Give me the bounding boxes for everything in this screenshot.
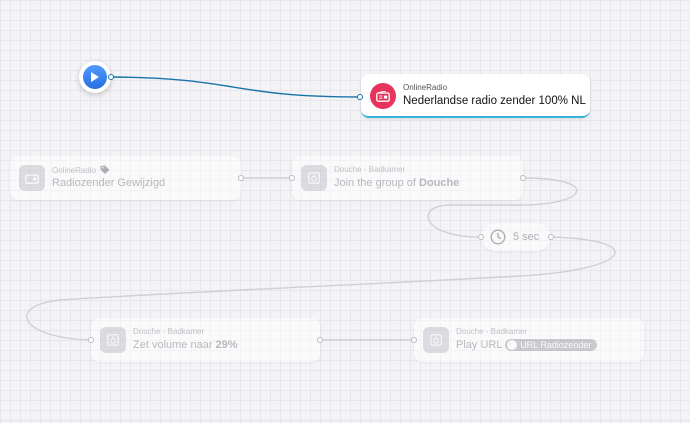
- card-title: Play URL URL Radiozender: [456, 339, 598, 352]
- card-title: Nederlandse radio zender 100% NL: [403, 95, 586, 107]
- output-port[interactable]: [238, 175, 244, 181]
- delay-node[interactable]: 5 sec: [481, 223, 551, 251]
- action-card-play-url[interactable]: Douche - Badkamer Play URL URL Radiozend…: [414, 318, 644, 362]
- speaker-icon: [100, 327, 126, 353]
- card-app-label: OnlineRadio: [403, 83, 448, 92]
- url-token[interactable]: URL Radiozender: [505, 339, 598, 352]
- output-port[interactable]: [520, 175, 526, 181]
- delay-label: 5 sec: [513, 231, 540, 243]
- start-output-port[interactable]: [108, 74, 114, 80]
- clock-icon: [490, 229, 506, 245]
- card-app-label: Douche - Badkamer: [334, 165, 406, 174]
- radio-icon: [19, 165, 45, 191]
- url-token-label: URL Radiozender: [520, 340, 592, 351]
- input-port[interactable]: [478, 234, 484, 240]
- speaker-icon: [423, 327, 449, 353]
- input-port[interactable]: [411, 337, 417, 343]
- trigger-card-radiozender[interactable]: OnlineRadio Radiozender Gewijzigd: [10, 156, 241, 200]
- input-port[interactable]: [289, 175, 295, 181]
- output-port[interactable]: [548, 234, 554, 240]
- card-app-label: OnlineRadio: [52, 165, 110, 175]
- card-title: Zet volume naar 29%: [133, 339, 238, 351]
- active-radio-card[interactable]: OnlineRadio Nederlandse radio zender 100…: [361, 74, 590, 118]
- radio-icon: [370, 83, 396, 109]
- active-card-input-port[interactable]: [357, 94, 363, 100]
- input-port[interactable]: [88, 337, 94, 343]
- card-title: Radiozender Gewijzigd: [52, 177, 166, 189]
- speaker-icon: [301, 165, 327, 191]
- action-card-set-volume[interactable]: Douche - Badkamer Zet volume naar 29%: [91, 318, 320, 362]
- card-app-label: Douche - Badkamer: [456, 327, 528, 336]
- output-port[interactable]: [317, 337, 323, 343]
- tag-icon: [100, 165, 110, 174]
- play-icon: [91, 72, 99, 82]
- start-flow-button[interactable]: [79, 61, 111, 93]
- action-card-join-group[interactable]: Douche - Badkamer Join the group of Douc…: [292, 156, 523, 200]
- token-icon: [507, 340, 518, 351]
- card-title: Join the group of Douche: [334, 177, 460, 189]
- card-app-label: Douche - Badkamer: [133, 327, 205, 336]
